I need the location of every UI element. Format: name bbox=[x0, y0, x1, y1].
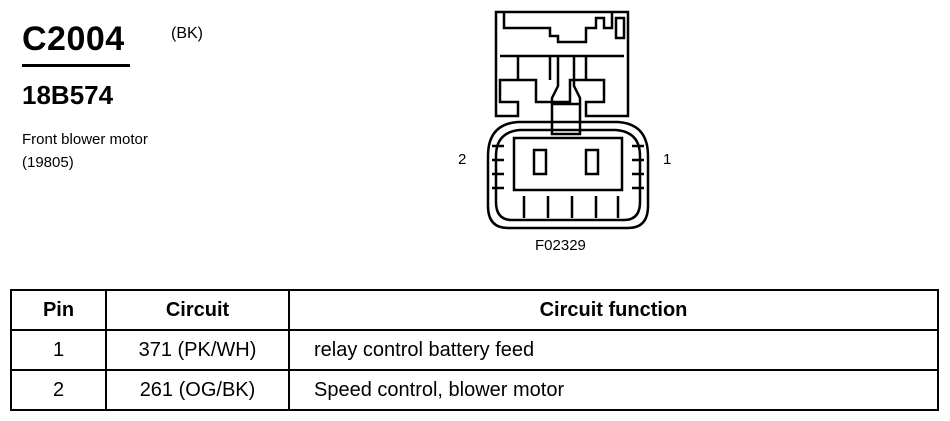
terminal-pin-2 bbox=[532, 148, 548, 176]
header-circuit-function: Circuit function bbox=[288, 289, 939, 331]
component-reference: (19805) bbox=[22, 154, 74, 171]
cell-circuit: 371 (PK/WH) bbox=[105, 329, 290, 371]
cell-function: Speed control, blower motor bbox=[288, 369, 939, 411]
figure-id: F02329 bbox=[535, 237, 586, 254]
cell-pin: 1 bbox=[10, 329, 107, 371]
terminal-pin-1 bbox=[584, 148, 600, 176]
connector-id-underline bbox=[22, 64, 130, 67]
table-row: 1 371 (PK/WH) relay control battery feed bbox=[10, 329, 939, 371]
latch-housing bbox=[494, 10, 630, 118]
header-pin: Pin bbox=[10, 289, 107, 331]
connector-body bbox=[486, 120, 650, 230]
pin-label-1: 1 bbox=[663, 151, 672, 168]
terminal-cavity bbox=[512, 136, 624, 192]
latch-slot bbox=[614, 16, 626, 40]
part-number: 18B574 bbox=[22, 80, 114, 110]
lock-tab bbox=[550, 56, 582, 136]
header-circuit: Circuit bbox=[105, 289, 290, 331]
pin-label-2: 2 bbox=[458, 151, 467, 168]
table-header-row: Pin Circuit Circuit function bbox=[10, 289, 939, 331]
cell-circuit: 261 (OG/BK) bbox=[105, 369, 290, 411]
cell-pin: 2 bbox=[10, 369, 107, 411]
component-description: Front blower motor bbox=[22, 131, 148, 148]
table-row: 2 261 (OG/BK) Speed control, blower moto… bbox=[10, 369, 939, 411]
cell-function: relay control battery feed bbox=[288, 329, 939, 371]
pin-table: Pin Circuit Circuit function 1 371 (PK/W… bbox=[10, 289, 939, 411]
connector-color: (BK) bbox=[171, 25, 203, 42]
latch-teeth bbox=[502, 12, 614, 44]
connector-id: C2004 bbox=[22, 20, 125, 58]
connector-face-drawing bbox=[486, 10, 650, 230]
